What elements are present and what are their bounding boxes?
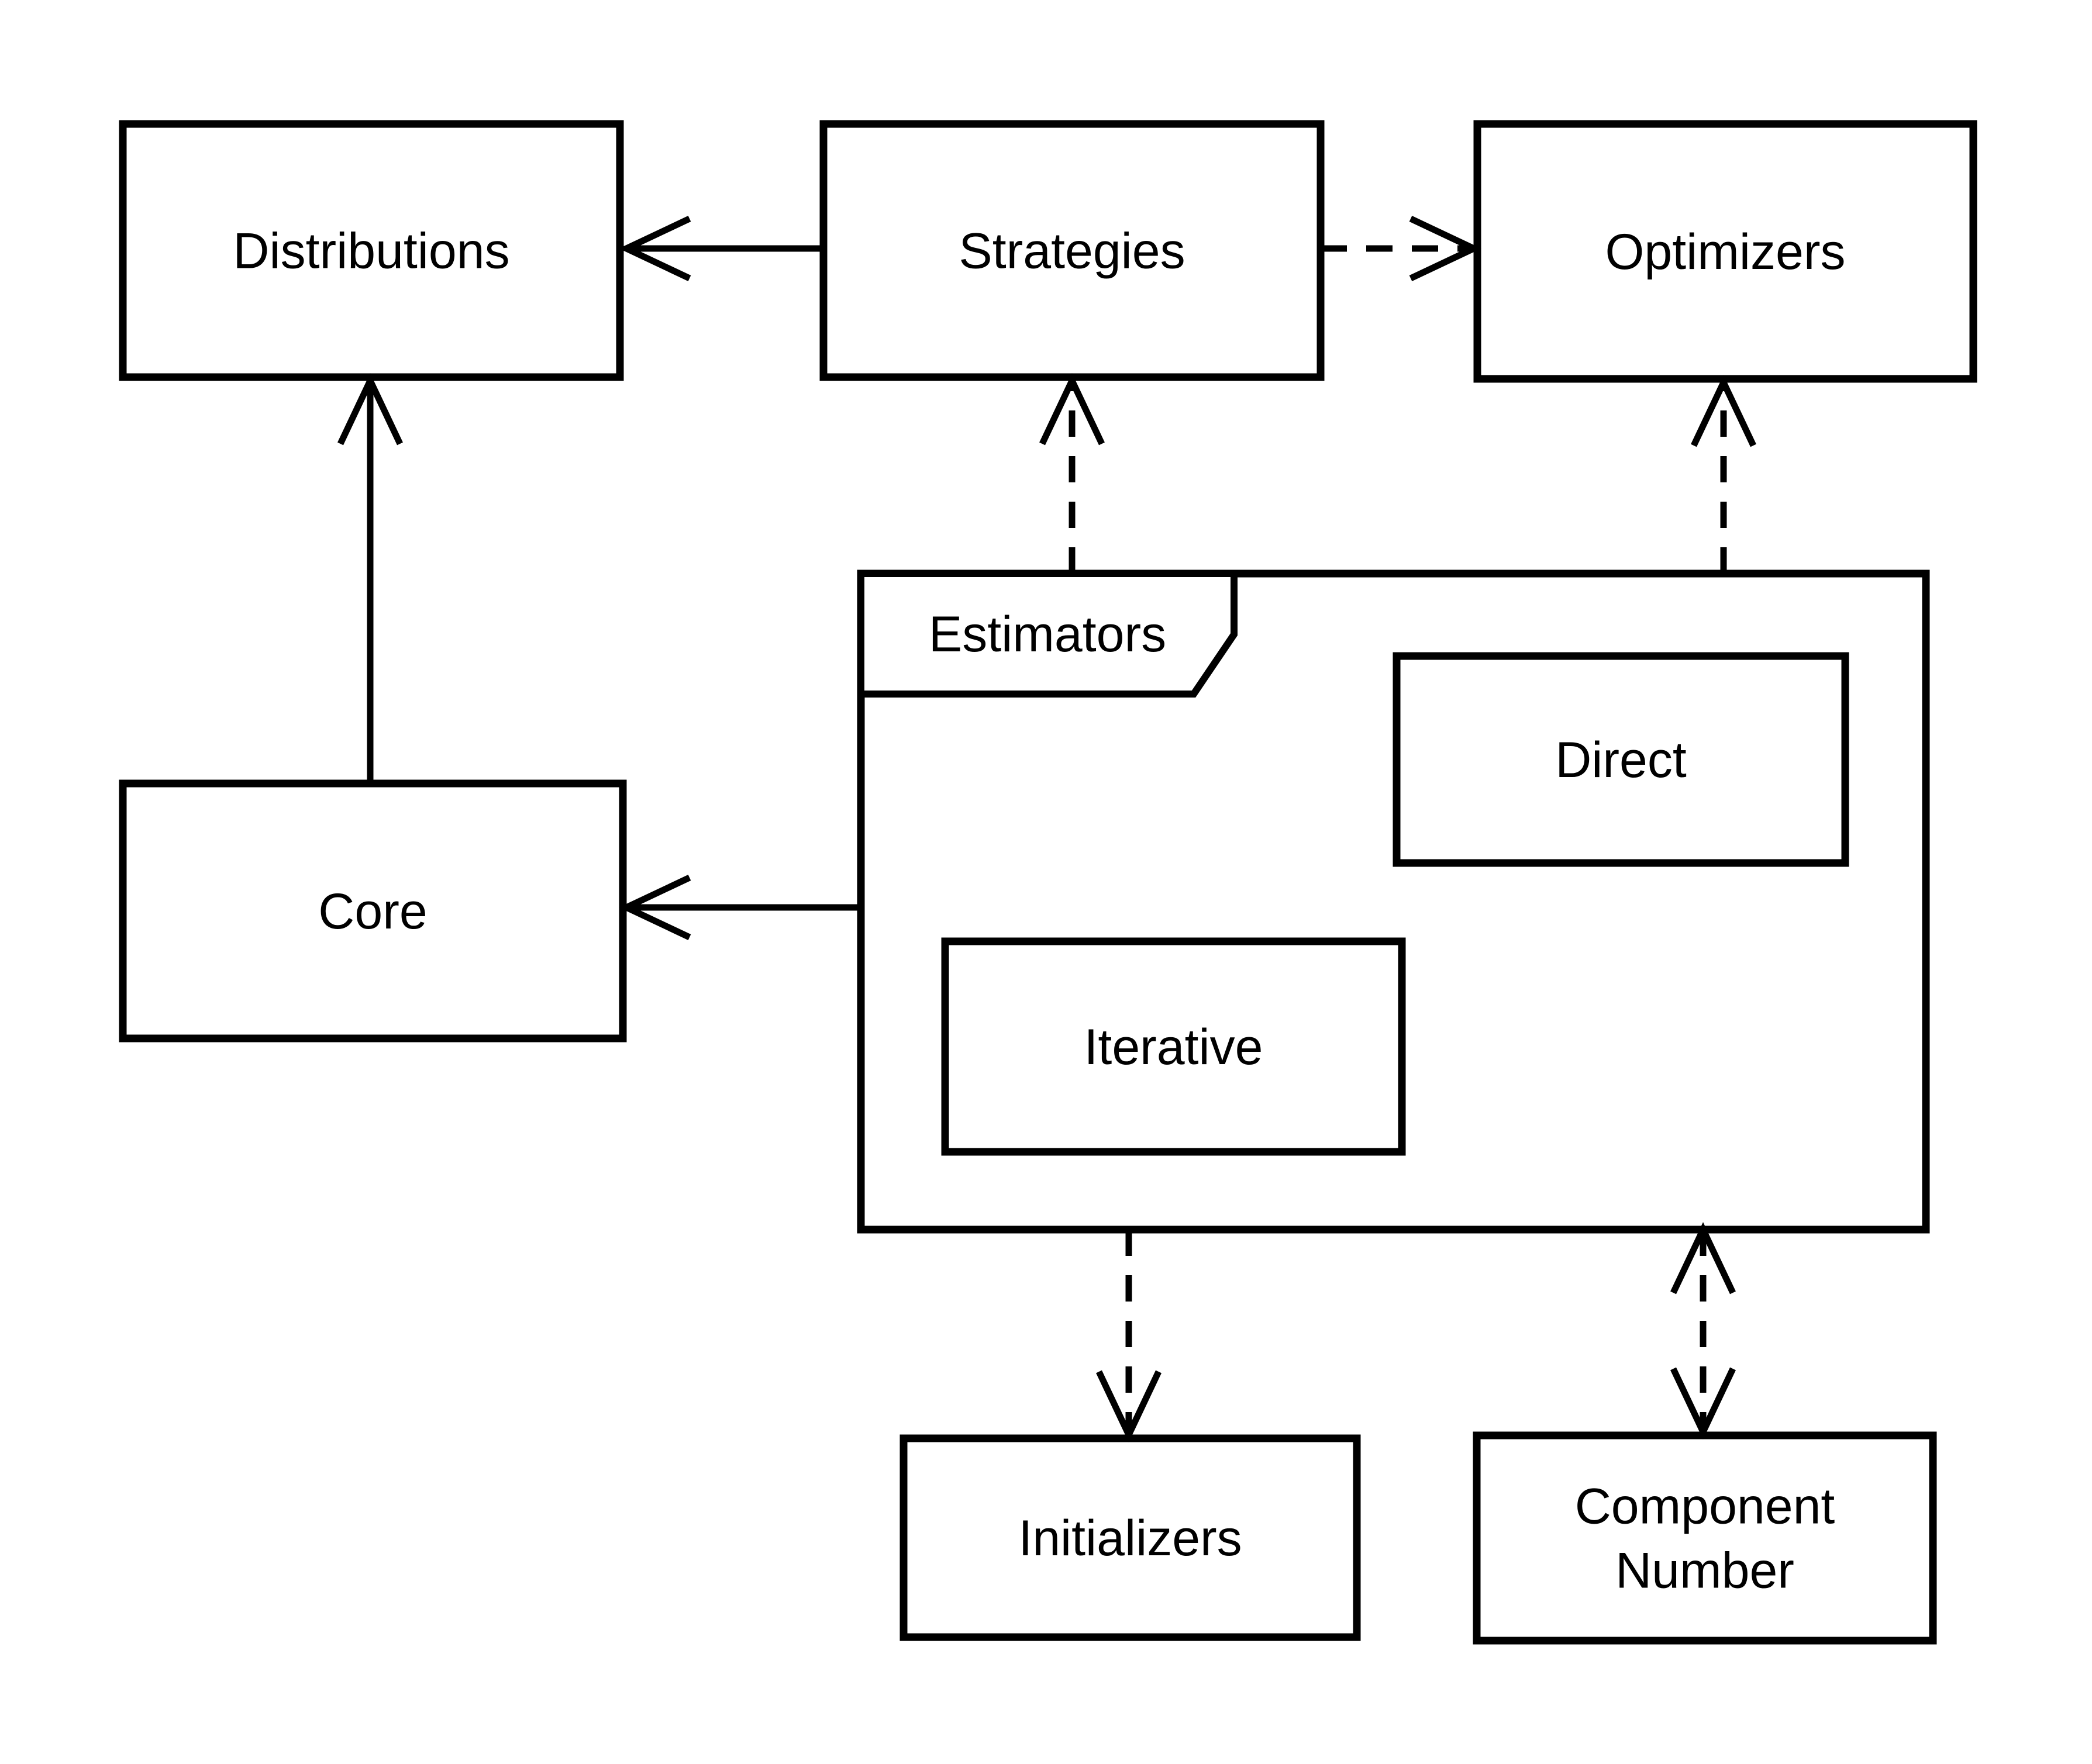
package-tab — [857, 570, 1238, 698]
node-initializers-label: Initializers — [1018, 1510, 1242, 1566]
arrowhead — [1096, 1370, 1162, 1442]
arrowhead — [1670, 1222, 1736, 1294]
node-optimizers: Optimizers — [1473, 120, 1977, 383]
node-strategies-label: Strategies — [959, 223, 1185, 279]
label-line: Optimizers — [1605, 224, 1846, 280]
node-direct-label: Direct — [1555, 732, 1687, 788]
label-line: Initializers — [1018, 1510, 1242, 1566]
node-box — [119, 779, 627, 1042]
node-initializers: Initializers — [899, 1434, 1361, 1641]
label-line: Direct — [1555, 732, 1687, 788]
edge-strategies-optimizers — [1321, 216, 1481, 281]
label-line: Number — [1615, 1543, 1794, 1599]
node-core-label: Core — [318, 883, 427, 940]
label-line: Strategies — [959, 223, 1185, 279]
node-optimizers-label: Optimizers — [1605, 224, 1846, 280]
edge-estimators-optimizers — [1691, 375, 1756, 574]
node-direct: Direct — [1393, 652, 1849, 867]
arrowhead — [1670, 1367, 1736, 1439]
edge-estimators-initializers — [1096, 1230, 1162, 1442]
arrowhead — [619, 875, 691, 940]
node-iterative: Iterative — [941, 937, 1406, 1156]
node-core: Core — [119, 779, 627, 1042]
arrowhead — [619, 216, 691, 281]
node-box — [119, 120, 624, 381]
node-box — [899, 1434, 1361, 1641]
node-distributions: Distributions — [119, 120, 624, 381]
arrowhead — [337, 373, 403, 446]
label-line: Iterative — [1084, 1019, 1263, 1075]
node-iterative-label: Iterative — [1084, 1019, 1263, 1075]
node-box — [1473, 1431, 1937, 1645]
label-line: Core — [318, 883, 427, 940]
node-distributions-label: Distributions — [233, 223, 509, 279]
node-box — [819, 120, 1325, 381]
node-strategies: Strategies — [819, 120, 1325, 381]
label-line: Estimators — [929, 606, 1166, 662]
label-line: Distributions — [233, 223, 509, 279]
node-estimators-label: Estimators — [929, 606, 1166, 662]
node-box — [941, 937, 1406, 1156]
edge-estimators-component_number — [1670, 1222, 1736, 1439]
node-box — [1473, 120, 1977, 383]
arrowhead — [1691, 375, 1756, 447]
arrowhead — [1409, 216, 1481, 281]
edge-estimators-core — [619, 875, 861, 940]
edge-strategies-distributions — [619, 216, 823, 281]
edge-estimators-strategies — [1039, 373, 1105, 574]
label-line: Component — [1575, 1479, 1835, 1535]
edge-core-distributions — [337, 373, 403, 783]
node-box — [1393, 652, 1849, 867]
arrowhead — [1039, 373, 1105, 446]
